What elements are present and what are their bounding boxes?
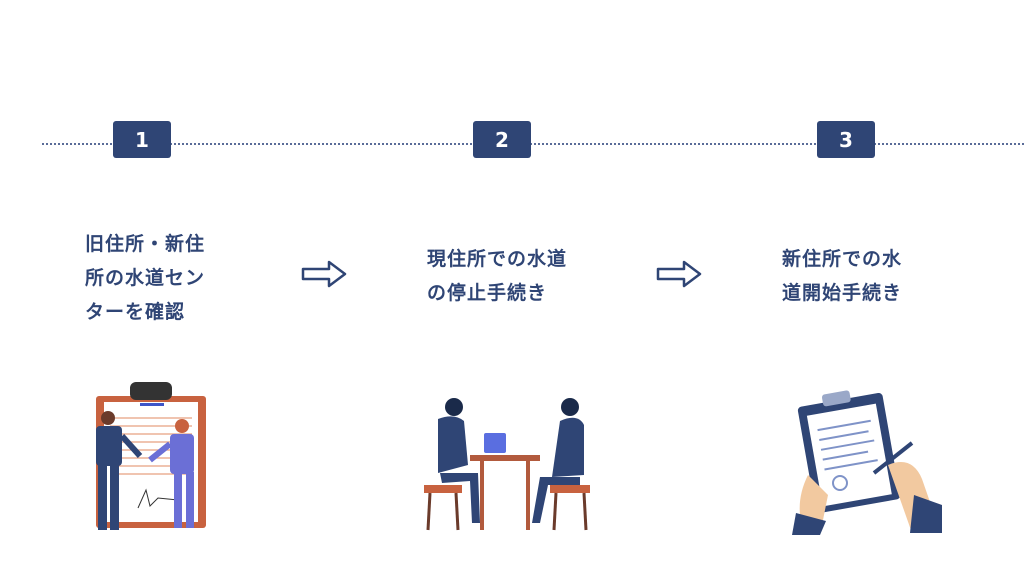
step-line: 道開始手続き: [782, 282, 903, 304]
step-line: 所の水道セン: [85, 267, 206, 289]
clipboard-meeting-illustration: [96, 382, 206, 530]
step-line: 新住所での水: [782, 248, 903, 270]
table-meeting-illustration: [424, 398, 590, 531]
step-line: ターを確認: [85, 301, 186, 323]
step-number: 3: [839, 127, 853, 152]
step-1-text: 旧住所・新住 所の水道セン ターを確認: [85, 227, 205, 329]
step-2-badge: 2: [473, 121, 531, 158]
step-3-badge: 3: [817, 121, 875, 158]
step-line: 現住所での水道: [427, 248, 568, 270]
step-3-text: 新住所での水 道開始手続き: [782, 242, 902, 310]
right-arrow-icon: [656, 260, 702, 288]
signing-document-illustration: [792, 390, 942, 535]
step-line: 旧住所・新住: [85, 233, 206, 255]
step-2-text: 現住所での水道 の停止手続き: [427, 242, 567, 310]
right-arrow-icon: [301, 260, 347, 288]
step-1-badge: 1: [113, 121, 171, 158]
timeline-dotted-line: [42, 143, 1024, 145]
step-number: 2: [495, 127, 509, 152]
step-number: 1: [135, 127, 149, 152]
step-line: の停止手続き: [427, 282, 548, 304]
